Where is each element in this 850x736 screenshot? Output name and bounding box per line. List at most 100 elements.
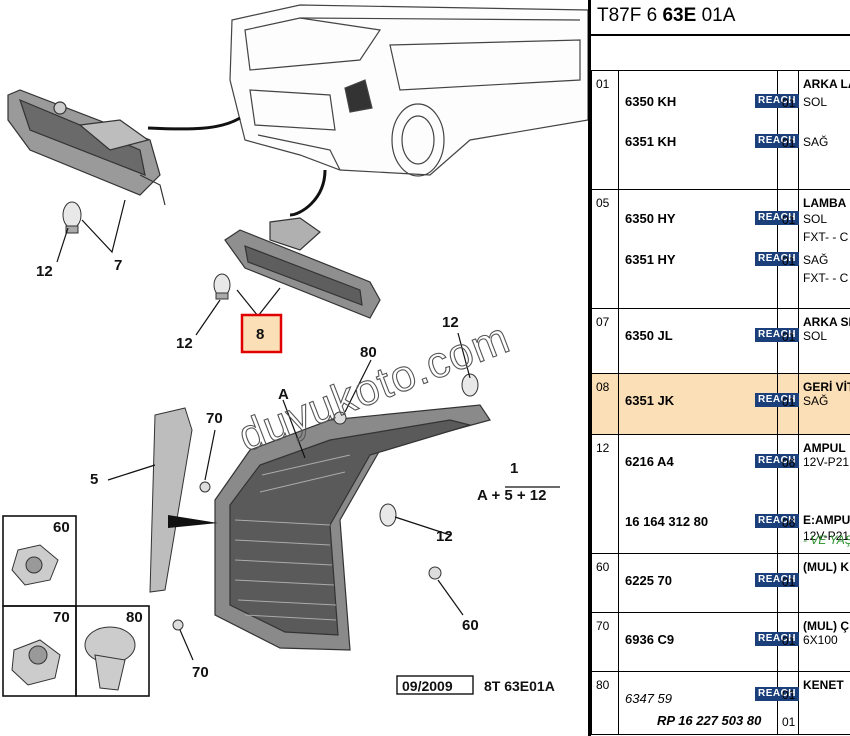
fastener-detail-grid: [2, 515, 150, 697]
bulb-icon: [62, 201, 82, 234]
reach-badge: REACH: [755, 328, 799, 342]
part-reference[interactable]: 6350 KH: [625, 94, 677, 109]
title-divider: [591, 34, 850, 36]
part-reference[interactable]: 6350 JL: [625, 328, 673, 343]
connector-line-mid: [289, 169, 327, 217]
part-description: 12V-P21: [803, 455, 850, 469]
callout-12: 12: [176, 335, 193, 352]
item-number: 12: [591, 434, 619, 554]
quantity: 01: [782, 395, 796, 409]
reference-cell: 6347 59 REACH RP 16 227 503 80: [618, 671, 799, 735]
highlighted-callout-box[interactable]: [240, 313, 283, 354]
part-heading: (MUL) K: [803, 560, 849, 574]
part-note: FXT- - C: [803, 230, 849, 244]
quantity: 01: [782, 96, 796, 110]
quantity-cell: 01: [777, 612, 799, 672]
detail-label-80: 80: [126, 609, 143, 626]
reach-badge: REACH: [755, 632, 799, 646]
diagram-ref-code: 8T 63E01A: [484, 678, 555, 694]
reverse-lamp-housing: [224, 217, 381, 319]
part-reference[interactable]: 6351 JK: [625, 393, 675, 408]
part-heading: AMPUL: [803, 441, 846, 455]
part-description: 6X100: [803, 633, 838, 647]
part-reference[interactable]: RP 16 227 503 80: [657, 713, 762, 728]
bulb-icon: [379, 503, 397, 527]
catalog-title: T87F 6 63E 01A: [597, 5, 736, 26]
item-number: 60: [591, 553, 619, 613]
part-reference[interactable]: 6350 HY: [625, 211, 676, 226]
description-cell: KENET: [798, 671, 850, 735]
push-nut-icon: [11, 639, 61, 686]
reach-badge: REACH: [755, 252, 799, 266]
callout-80: 80: [360, 344, 377, 361]
grommet-icon: [84, 626, 136, 691]
part-reference[interactable]: 6216 A4: [625, 454, 674, 469]
callout-A: A: [278, 386, 289, 403]
callout-5: 5: [90, 471, 98, 488]
part-reference[interactable]: 6225 70: [625, 573, 672, 588]
clip-icon: [428, 566, 442, 580]
date-label: 09/2009: [402, 678, 453, 694]
reference-cell: 6350 JL REACH: [618, 308, 799, 374]
reference-cell: 6936 C9 REACH: [618, 612, 799, 672]
part-reference[interactable]: 16 164 312 80: [625, 514, 709, 529]
pointer-wedge: [168, 515, 218, 528]
part-reference[interactable]: 6347 59: [625, 691, 672, 706]
part-reference[interactable]: 6351 HY: [625, 252, 676, 267]
part-description: SOL: [803, 95, 828, 109]
item-number: 01: [591, 70, 619, 190]
compatibility-note: - VE YAŞ: [803, 533, 850, 547]
part-reference[interactable]: 6936 C9: [625, 632, 675, 647]
part-heading: GERİ VİT: [803, 380, 850, 394]
quantity-cell: 01: [777, 553, 799, 613]
reach-badge: REACH: [755, 573, 799, 587]
item-number: 05: [591, 189, 619, 309]
callout-8: 8: [256, 326, 264, 343]
part-heading: LAMBA I: [803, 196, 850, 210]
quantity: 06: [782, 516, 796, 530]
quantity: 01: [782, 688, 796, 702]
parts-catalog-panel: T87F 6 63E 01A 01 6350 KH REACH 6351 KH REAC…: [588, 0, 850, 736]
part-description: SAĞ: [803, 135, 829, 149]
item-number: 08: [591, 373, 619, 435]
detail-label-60: 60: [53, 519, 70, 536]
reference-cell: 6216 A4 REACH 16 164 312 80 REACH: [618, 434, 799, 554]
part-reference[interactable]: 6351 KH: [625, 134, 677, 149]
quantity: 01: [782, 634, 796, 648]
clip-icon: [333, 411, 347, 425]
date-box: [396, 675, 474, 695]
fog-lamp-housing: [7, 89, 166, 206]
part-heading-secondary: E:AMPU: [803, 513, 850, 527]
part-description: 12V-P21: [803, 529, 850, 543]
callout-7: 7: [114, 257, 122, 274]
reach-badge: REACH: [755, 393, 799, 407]
part-description: SOL: [803, 329, 828, 343]
callout-12: 12: [436, 528, 453, 545]
reach-badge: REACH: [755, 687, 799, 701]
reach-badge: REACH: [755, 514, 799, 528]
parts-diagram: 12 7 12 8 12 80 A 70 5 1 A + 5 + 12 12 6…: [2, 4, 588, 697]
callout-70: 70: [206, 410, 223, 427]
reach-badge: REACH: [755, 454, 799, 468]
quantity: 01: [782, 136, 796, 150]
reach-badge: REACH: [755, 94, 799, 108]
car-rear-illustration: [229, 4, 588, 177]
